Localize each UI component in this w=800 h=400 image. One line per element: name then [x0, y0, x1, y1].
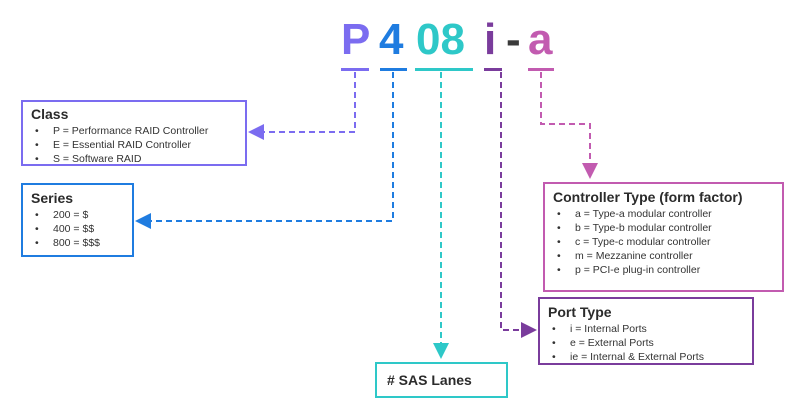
series-title: Series	[31, 190, 74, 206]
code-char-sas-lanes: 08	[416, 15, 465, 64]
port-item-text: e = External Ports	[570, 337, 654, 349]
bullet-icon: •	[557, 236, 561, 248]
controller-type-list: • a = Type-a modular controller • b = Type…	[553, 207, 782, 277]
bullet-icon: •	[552, 323, 556, 335]
sas-lanes-title: # SAS Lanes	[387, 372, 472, 388]
bullet-icon: •	[557, 264, 561, 276]
list-item: • a = Type-a modular controller	[553, 207, 782, 221]
series-item-text: 200 = $	[53, 209, 89, 221]
controller-item-text: b = Type-b modular controller	[575, 222, 712, 234]
series-list: • 200 = $ • 400 = $$ • 800 = $$$	[31, 208, 132, 250]
controller-item-text: a = Type-a modular controller	[575, 208, 712, 220]
bullet-icon: •	[35, 139, 39, 151]
list-item: • b = Type-b modular controller	[553, 221, 782, 235]
port-type-list: •i = Internal Ports •e = External Ports …	[548, 322, 752, 364]
list-item: • c = Type-c modular controller	[553, 235, 782, 249]
bullet-icon: •	[557, 222, 561, 234]
class-item-text: E = Essential RAID Controller	[53, 139, 192, 151]
bullet-icon: •	[35, 153, 39, 165]
code-char-series: 4	[379, 15, 404, 64]
bullet-icon: •	[35, 125, 39, 137]
port-type-box: Port Type • i = Internal Ports • e = Exter…	[538, 297, 754, 365]
controller-item-text: m = Mezzanine controller	[575, 250, 693, 262]
bullet-icon: •	[557, 250, 561, 262]
code-char-dash: -	[506, 15, 521, 64]
port-item-text: i = Internal Ports	[570, 323, 647, 335]
controller-type-title: Controller Type (form factor)	[553, 189, 743, 205]
list-item: • S = Software RAID	[31, 152, 245, 166]
list-item: • 200 = $	[31, 208, 132, 222]
bullet-icon: •	[552, 351, 556, 363]
class-list: • P = Performance RAID Controller • E = Es…	[31, 124, 245, 166]
class-item-text: S = Software RAID	[53, 153, 142, 165]
list-item: • e = External Ports	[548, 336, 752, 350]
connector-controller-type	[540, 72, 598, 179]
bullet-icon: •	[35, 237, 39, 249]
controller-type-box: Controller Type (form factor) • a = Type-…	[543, 182, 784, 292]
bullet-icon: •	[552, 337, 556, 349]
connector-port-type	[500, 72, 537, 338]
class-item-text: P = Performance RAID Controller	[53, 125, 209, 137]
code-char-controller-type: a	[528, 15, 553, 64]
code-char-class: P	[341, 15, 371, 64]
controller-item-text: c = Type-c modular controller	[575, 236, 711, 248]
underline-port-type	[484, 68, 502, 71]
list-item: • 400 = $$	[31, 222, 132, 236]
underline-series	[380, 68, 407, 71]
class-box: Class • P = Performance RAID Controller •…	[21, 100, 247, 166]
list-item: • p = PCI-e plug-in controller	[553, 263, 782, 277]
bullet-icon: •	[35, 223, 39, 235]
list-item: • i = Internal Ports	[548, 322, 752, 336]
underline-controller-type	[528, 68, 554, 71]
bullet-icon: •	[35, 209, 39, 221]
connector-class	[248, 72, 356, 140]
port-type-title: Port Type	[548, 304, 612, 320]
series-box: Series • 200 = $ • 400 = $$ • 800 = $$$	[21, 183, 134, 257]
list-item: • ie = Internal & External Ports	[548, 350, 752, 364]
bullet-icon: •	[557, 208, 561, 220]
list-item: • P = Performance RAID Controller	[31, 124, 245, 138]
series-item-text: 800 = $$$	[53, 237, 101, 249]
list-item: • m = Mezzanine controller	[553, 249, 782, 263]
controller-item-text: p = PCI-e plug-in controller	[575, 264, 701, 276]
port-item-text: ie = Internal & External Ports	[570, 351, 704, 363]
list-item: • 800 = $$$	[31, 236, 132, 250]
class-title: Class	[31, 106, 69, 122]
list-item: • E = Essential RAID Controller	[31, 138, 245, 152]
underline-sas-lanes	[415, 68, 473, 71]
underline-class	[341, 68, 369, 71]
code-char-port-type: i	[484, 15, 497, 64]
sas-lanes-box: # SAS Lanes	[375, 362, 508, 398]
series-item-text: 400 = $$	[53, 223, 95, 235]
